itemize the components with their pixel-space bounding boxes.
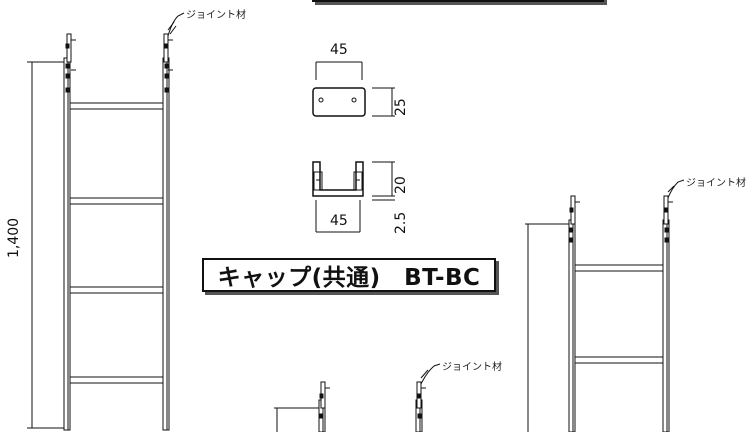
header-frame: [312, 0, 604, 2]
ladder-large: [27, 12, 185, 431]
cap-side-view: [312, 161, 395, 233]
dim-cap-height-side: 20: [393, 176, 409, 194]
dim-ladder-height: 1,400: [6, 217, 22, 258]
dim-cap-thickness: 2.5: [393, 211, 409, 234]
title-box: キャップ(共通) BT-BC: [202, 258, 496, 292]
dim-cap-width-bottom: 45: [330, 213, 348, 229]
dim-cap-width-top: 45: [330, 42, 348, 58]
ladder-medium: [525, 179, 685, 432]
cap-top-view: [312, 61, 395, 117]
ladder-small: [274, 363, 441, 432]
joint-label-left: ジョイント材: [186, 10, 246, 21]
dim-cap-height-top: 25: [393, 98, 409, 116]
joint-label-right: ジョイント材: [686, 178, 746, 189]
joint-label-bottom: ジョイント材: [442, 362, 502, 373]
drawing-title: キャップ(共通) BT-BC: [217, 265, 481, 291]
